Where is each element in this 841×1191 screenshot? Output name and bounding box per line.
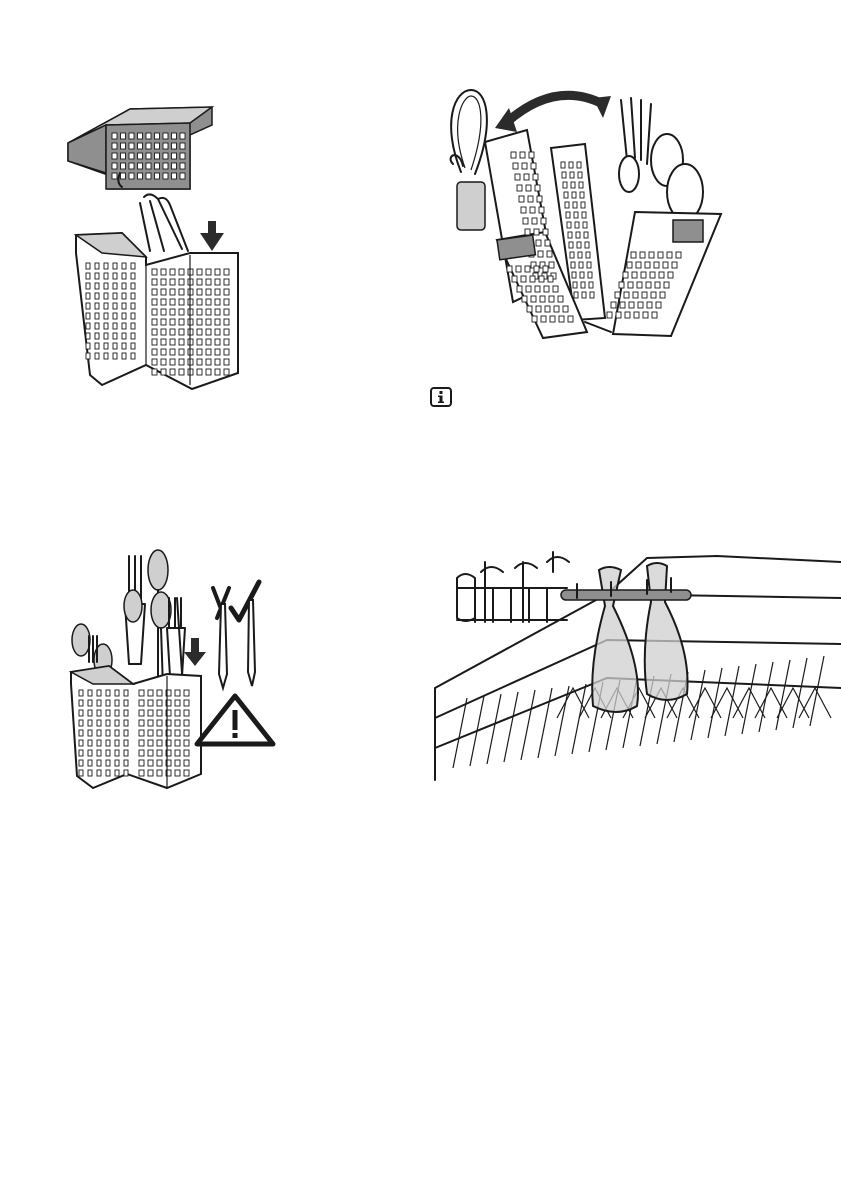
information-icon [430,387,452,407]
upper-rack-holder-icon [427,548,841,785]
folding-cutlery-basket-icon [435,82,730,352]
cutlery-loading-icon [63,548,278,803]
cutlery-basket-with-grid-icon [62,103,252,393]
